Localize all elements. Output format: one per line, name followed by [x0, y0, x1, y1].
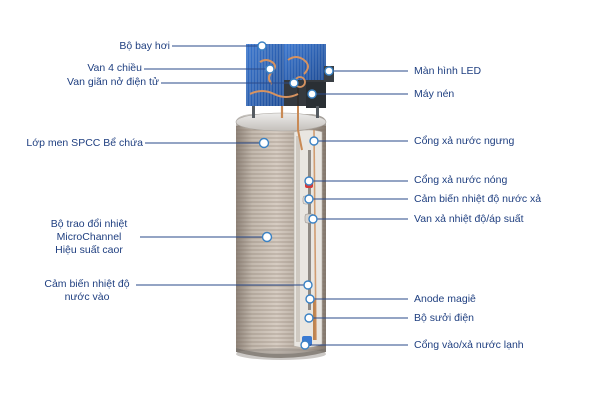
dot-relief-valve — [308, 214, 318, 224]
label-compressor: Máy nén — [414, 88, 455, 100]
dot-microchannel — [261, 231, 273, 243]
dot-condensate — [309, 136, 319, 146]
dot-led — [324, 66, 334, 76]
label-microchannel-line-1: Bộ trao đổi nhiệt — [50, 218, 128, 230]
dot-spcc — [258, 137, 270, 149]
dot-inlet-sensor — [303, 280, 313, 290]
dot-compressor — [307, 89, 317, 99]
label-microchannel: Bộ trao đổi nhiệt MicroChannel Hiệu suất… — [40, 218, 138, 257]
label-expansion-valve: Van giãn nở điện tử — [67, 76, 159, 88]
label-condensate-outlet: Cổng xả nước ngưng — [414, 135, 515, 147]
label-microchannel-line-2: MicroChannel — [56, 231, 122, 243]
dot-four-way-valve — [265, 64, 275, 74]
label-cold-inlet: Cổng vào/xả nước lạnh — [414, 339, 524, 351]
label-microchannel-line-3: Hiệu suất caor — [55, 244, 123, 256]
dot-hot-water — [304, 176, 314, 186]
label-led-display: Màn hình LED — [414, 65, 482, 77]
heater-element — [313, 300, 316, 340]
dot-cold-inlet — [300, 340, 310, 350]
leader-lines — [136, 45, 408, 346]
dot-heater — [304, 313, 314, 323]
label-heater: Bộ sưởi điện — [414, 312, 475, 324]
anode-rod — [308, 150, 311, 310]
dot-evaporator — [257, 41, 267, 51]
dot-anode — [305, 294, 315, 304]
label-inlet-sensor-line-1: Cảm biến nhiệt độ — [44, 278, 130, 290]
label-evaporator: Bộ bay hơi — [119, 40, 170, 52]
callout-dots — [257, 41, 334, 350]
label-spcc-enamel: Lớp men SPCC Bể chứa — [26, 137, 143, 149]
label-four-way-valve: Van 4 chiều — [87, 62, 142, 74]
label-relief-valve: Van xả nhiệt độ/áp suất — [414, 213, 524, 225]
tank — [235, 56, 327, 360]
label-hot-water-outlet: Cổng xả nước nóng — [414, 174, 508, 186]
dot-outlet-sensor — [304, 194, 314, 204]
label-outlet-sensor: Cảm biến nhiệt độ nước xả — [414, 193, 542, 205]
label-inlet-sensor: Cảm biến nhiệt độ nước vào — [38, 278, 136, 304]
dot-expansion-valve — [289, 78, 299, 88]
label-anode: Anode magiê — [414, 293, 476, 305]
label-inlet-sensor-line-2: nước vào — [64, 291, 110, 303]
